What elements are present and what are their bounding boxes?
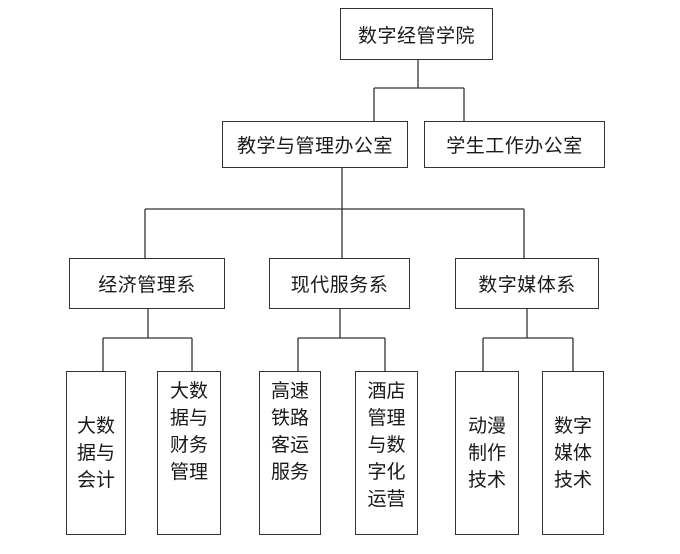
major-node: 大数据与会计	[66, 371, 126, 535]
connector-root-offices	[373, 60, 465, 121]
major-node: 高速铁路客运服务	[259, 371, 321, 535]
root-node: 数字经管学院	[340, 8, 493, 60]
connector-media-majors	[482, 309, 574, 371]
major-label: 大数据与会计	[76, 414, 115, 491]
major-label: 动漫制作技术	[467, 414, 506, 491]
connector-service-majors	[297, 309, 386, 371]
major-node: 酒店管理与数字化运营	[355, 371, 418, 535]
major-label: 数字媒体技术	[553, 414, 592, 491]
department-node-digital-media: 数字媒体系	[455, 258, 599, 309]
major-node: 数字媒体技术	[542, 371, 604, 535]
connector-econ-majors	[102, 309, 193, 371]
major-label: 大数据与财务管理	[169, 380, 208, 483]
connector-office-departments	[144, 168, 525, 258]
office-node-teaching: 教学与管理办公室	[222, 121, 408, 168]
office-node-student: 学生工作办公室	[424, 121, 605, 168]
major-label: 高速铁路客运服务	[270, 380, 309, 483]
major-node: 动漫制作技术	[455, 371, 519, 535]
department-node-modern-service: 现代服务系	[269, 258, 410, 309]
department-node-economics: 经济管理系	[69, 258, 225, 309]
major-node: 大数据与财务管理	[157, 371, 221, 535]
major-label: 酒店管理与数字化运营	[367, 380, 406, 510]
